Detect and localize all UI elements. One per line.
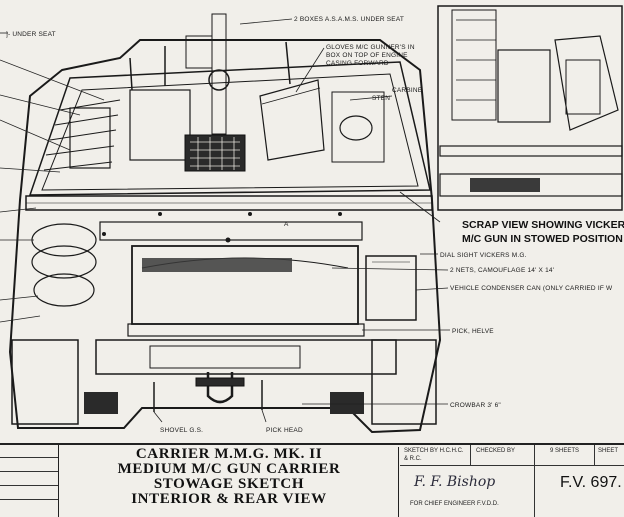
label-boxes-under-seat: 2 BOXES A.S.A.M.S. UNDER SEAT [294, 16, 404, 23]
title-block: CARRIER M.M.G. MK. II MEDIUM M/C GUN CAR… [0, 443, 624, 517]
label-under-seat-left: ]- UNDER SEAT [6, 31, 56, 38]
label-shovel: SHOVEL G.S. [160, 427, 203, 434]
label-gloves-2: BOX ON TOP OF ENGINE [326, 52, 408, 59]
title-line-1: CARRIER M.M.G. MK. II [135, 446, 323, 462]
scrap-view [437, 5, 623, 211]
label-condenser: VEHICLE CONDENSER CAN (ONLY CARRIED IF W [450, 285, 613, 292]
technical-drawing: ]- UNDER SEAT 2 BOXES A.S.A.M.S. UNDER S… [0, 5, 624, 434]
label-dial-sight: DIAL SIGHT VICKERS M.G. [440, 252, 527, 259]
label-carbine-1: CARBINE [392, 87, 423, 94]
leader-lines [0, 18, 450, 423]
label-scrap-view-1: SCRAP VIEW SHOWING VICKERS [462, 219, 624, 231]
label-pick-head: PICK HEAD [266, 427, 303, 434]
label-pick-helve: PICK, HELVE [452, 328, 494, 335]
carrier-hull [8, 13, 442, 434]
label-crowbar: CROWBAR 3' 6" [450, 402, 501, 409]
title-line-3: STOWAGE SKETCH [153, 476, 305, 492]
sheet-label: SHEET [598, 448, 619, 454]
checked-by: CHECKED BY [476, 448, 516, 454]
label-gloves-1: GLOVES M/C GUNNER'S IN [326, 44, 415, 51]
title-line-2: MEDIUM M/C GUN CARRIER [117, 461, 341, 477]
title-block-revision-column [0, 445, 59, 517]
sketch-by: SKETCH BY H.C.H.C. [404, 448, 464, 454]
signature: F. F. Bishop [414, 474, 496, 490]
title-line-4: INTERIOR & REAR VIEW [131, 491, 327, 507]
drawing-number: F.V. 697. [560, 474, 622, 491]
label-marker-a: A [284, 221, 289, 228]
sheets-count: 9 SHEETS [550, 448, 580, 454]
label-nets: 2 NETS, CAMOUFLAGE 14' X 14' [450, 267, 554, 274]
drawing-title: CARRIER M.M.G. MK. II MEDIUM M/C GUN CAR… [60, 447, 399, 517]
label-gloves-3: CASING FORWARD [326, 60, 389, 67]
label-scrap-view-2: M/C GUN IN STOWED POSITION [462, 233, 623, 245]
for-chief-engineer: FOR CHIEF ENGINEER F.V.D.D. [410, 501, 499, 507]
label-carbine-2: STEN [372, 95, 390, 102]
sketch-by-sub: & R.C. [404, 456, 422, 462]
